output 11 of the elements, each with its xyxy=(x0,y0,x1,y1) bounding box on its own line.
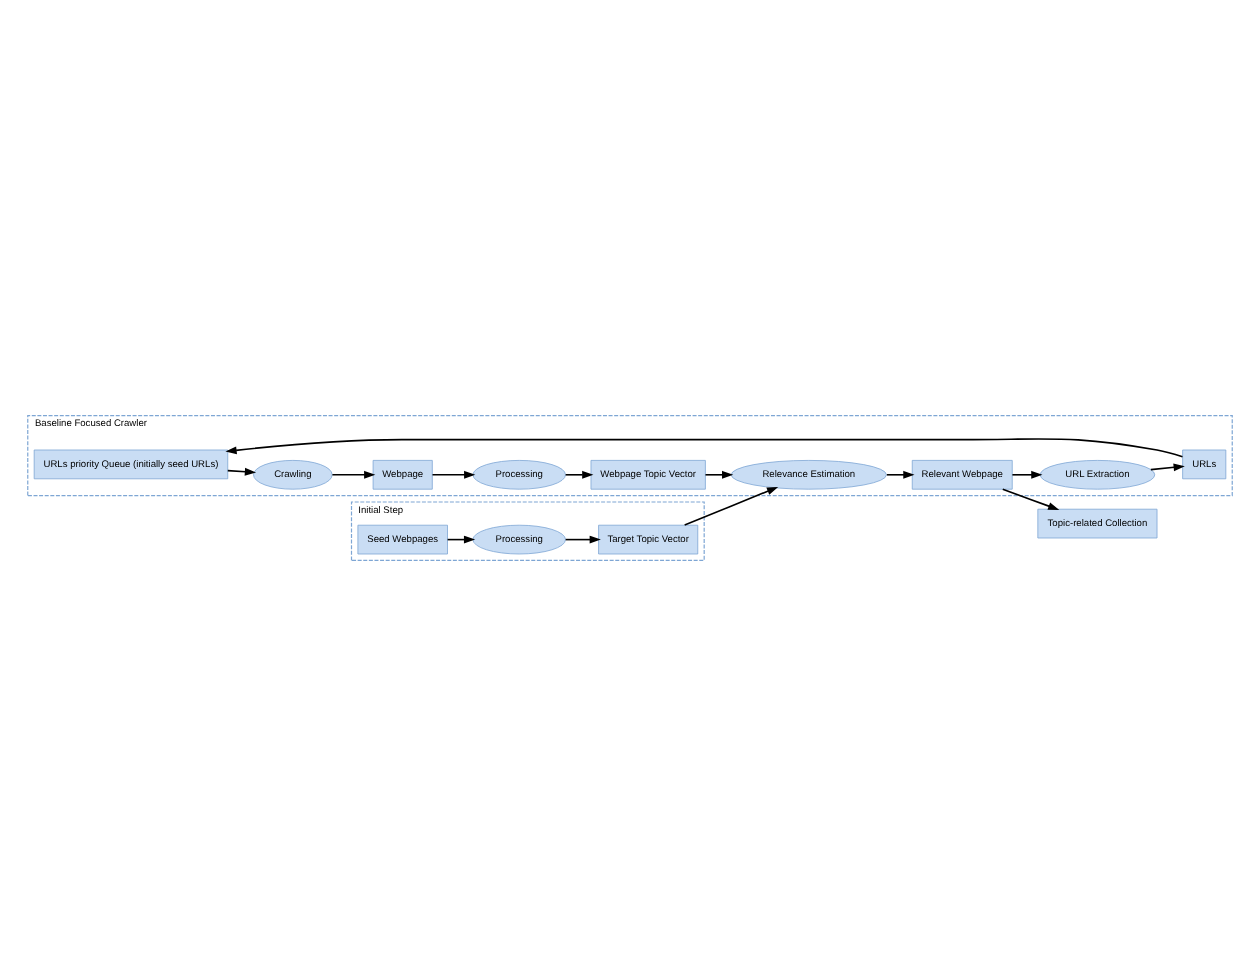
arrow xyxy=(331,470,376,479)
arrow xyxy=(886,470,915,479)
arrow xyxy=(1001,488,1060,510)
arrow xyxy=(564,470,594,479)
arrow xyxy=(1011,470,1043,479)
arrow xyxy=(431,470,476,479)
arrow xyxy=(1150,463,1185,472)
arrow xyxy=(226,467,257,476)
arrow xyxy=(704,470,734,479)
arrow xyxy=(564,535,601,544)
arrow xyxy=(225,438,1184,458)
